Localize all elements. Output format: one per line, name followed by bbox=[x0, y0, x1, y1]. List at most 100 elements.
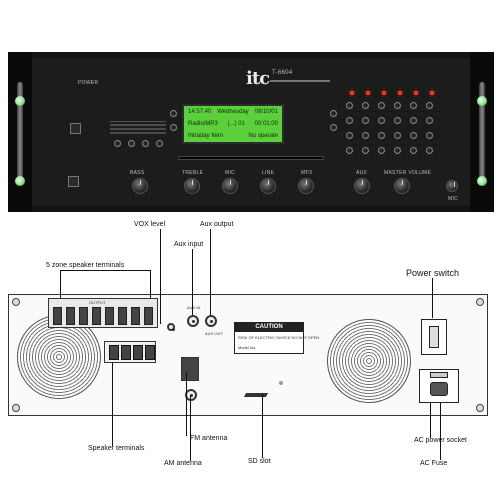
leader-zone-terminals-h bbox=[60, 270, 150, 271]
brand-logo: itc bbox=[246, 68, 270, 89]
zone-button[interactable] bbox=[410, 147, 417, 154]
terminal[interactable] bbox=[144, 307, 153, 325]
zone-button[interactable] bbox=[394, 102, 401, 109]
knob-label: BASS bbox=[130, 170, 145, 176]
terminal[interactable] bbox=[118, 307, 127, 325]
caution-title: CAUTION bbox=[235, 323, 303, 332]
terminal[interactable] bbox=[121, 345, 131, 360]
terminal[interactable] bbox=[66, 307, 75, 325]
zone-button[interactable] bbox=[362, 102, 369, 109]
lcd-side-button[interactable] bbox=[170, 124, 177, 131]
caution-text: RISK OF ELECTRIC SHOCK DO NOT OPEN bbox=[238, 335, 320, 340]
zone-led bbox=[382, 91, 386, 95]
aux-volume-knob[interactable] bbox=[354, 178, 370, 194]
zone-terminal-block: OUTPUT bbox=[48, 298, 158, 328]
function-button[interactable] bbox=[142, 140, 149, 147]
lcd-side-button[interactable] bbox=[170, 110, 177, 117]
info-strip bbox=[110, 121, 166, 135]
left-fan-grille bbox=[17, 315, 101, 399]
power-switch[interactable] bbox=[421, 319, 447, 355]
media-slot[interactable] bbox=[178, 156, 324, 160]
leader-fm-antenna bbox=[186, 372, 187, 436]
function-button[interactable] bbox=[156, 140, 163, 147]
ac-power-socket[interactable] bbox=[419, 369, 459, 403]
model-tag: Model No. bbox=[238, 345, 257, 350]
caution-label: CAUTION RISK OF ELECTRIC SHOCK DO NOT OP… bbox=[234, 322, 319, 354]
zone-button[interactable] bbox=[426, 102, 433, 109]
zone-button[interactable] bbox=[378, 102, 385, 109]
zone-button[interactable] bbox=[394, 117, 401, 124]
zone-button[interactable] bbox=[346, 102, 353, 109]
mic-jack[interactable] bbox=[446, 180, 458, 192]
mic-volume-knob[interactable] bbox=[222, 178, 238, 194]
mp3-volume-knob[interactable] bbox=[298, 178, 314, 194]
terminal[interactable] bbox=[133, 345, 143, 360]
lcd-day: Wednesday bbox=[217, 109, 249, 115]
power-label: POWER bbox=[78, 80, 99, 86]
zone-button[interactable] bbox=[346, 132, 353, 139]
zone-led bbox=[366, 91, 370, 95]
zone-button[interactable] bbox=[362, 117, 369, 124]
right-rack-ear bbox=[470, 52, 494, 212]
master-volume-knob[interactable] bbox=[394, 178, 410, 194]
zone-button[interactable] bbox=[378, 132, 385, 139]
leader-ac-power-socket bbox=[430, 402, 431, 438]
bass-knob[interactable] bbox=[132, 178, 148, 194]
function-button[interactable] bbox=[114, 140, 121, 147]
rack-led-icon bbox=[477, 176, 487, 186]
terminal[interactable] bbox=[79, 307, 88, 325]
right-fan-grille bbox=[327, 319, 411, 403]
rack-led-icon bbox=[15, 96, 25, 106]
callout-aux-input: Aux input bbox=[174, 241, 204, 248]
zone-button[interactable] bbox=[378, 117, 385, 124]
power-switch[interactable] bbox=[68, 176, 79, 187]
vox-level-pot[interactable] bbox=[167, 323, 175, 331]
zone-led bbox=[430, 91, 434, 95]
zone-button[interactable] bbox=[362, 147, 369, 154]
sd-card-slot[interactable] bbox=[243, 393, 269, 397]
terminal[interactable] bbox=[145, 345, 155, 360]
terminal[interactable] bbox=[92, 307, 101, 325]
lcd-side-button[interactable] bbox=[330, 124, 337, 131]
zone-button[interactable] bbox=[346, 147, 353, 154]
knob-label: AUX bbox=[356, 170, 368, 176]
leader-speaker-terminals bbox=[112, 362, 113, 446]
terminal[interactable] bbox=[131, 307, 140, 325]
zone-button[interactable] bbox=[394, 132, 401, 139]
rack-led-icon bbox=[15, 176, 25, 186]
zone-button[interactable] bbox=[378, 147, 385, 154]
ir-window bbox=[70, 123, 81, 134]
zone-button[interactable] bbox=[426, 147, 433, 154]
callout-vox-level: VOX level bbox=[134, 221, 166, 228]
lcd-display: 14:57:40 Wednesday 09/10/01 Radio/MP3 (.… bbox=[182, 104, 284, 144]
rack-led-icon bbox=[477, 96, 487, 106]
lcd-source: Radio/MP3 bbox=[188, 121, 218, 127]
zone-button[interactable] bbox=[426, 117, 433, 124]
zone-button[interactable] bbox=[410, 132, 417, 139]
zone-button[interactable] bbox=[410, 117, 417, 124]
right-handle bbox=[479, 82, 485, 182]
fm-antenna-connector[interactable] bbox=[181, 357, 199, 381]
knob-label: MASTER VOLUME bbox=[384, 170, 432, 176]
aux-input-jack[interactable] bbox=[187, 315, 199, 327]
treble-knob[interactable] bbox=[184, 178, 200, 194]
lcd-date: 09/10/01 bbox=[254, 109, 278, 115]
zone-button[interactable] bbox=[346, 117, 353, 124]
zone-button[interactable] bbox=[394, 147, 401, 154]
knob-label: MP3 bbox=[301, 170, 313, 176]
lcd-side-button[interactable] bbox=[330, 110, 337, 117]
ac-fuse-holder[interactable] bbox=[430, 372, 448, 378]
aux-output-jack[interactable] bbox=[205, 315, 217, 327]
line-volume-knob[interactable] bbox=[260, 178, 276, 194]
zone-button[interactable] bbox=[362, 132, 369, 139]
terminal[interactable] bbox=[53, 307, 62, 325]
zone-button[interactable] bbox=[410, 102, 417, 109]
terminal[interactable] bbox=[105, 307, 114, 325]
terminal[interactable] bbox=[109, 345, 119, 360]
function-button[interactable] bbox=[128, 140, 135, 147]
zone-button[interactable] bbox=[426, 132, 433, 139]
zone-led bbox=[398, 91, 402, 95]
sd-led bbox=[279, 381, 283, 385]
leader-zone-terminals bbox=[60, 270, 61, 298]
lcd-track: (...) 01 bbox=[227, 121, 245, 127]
